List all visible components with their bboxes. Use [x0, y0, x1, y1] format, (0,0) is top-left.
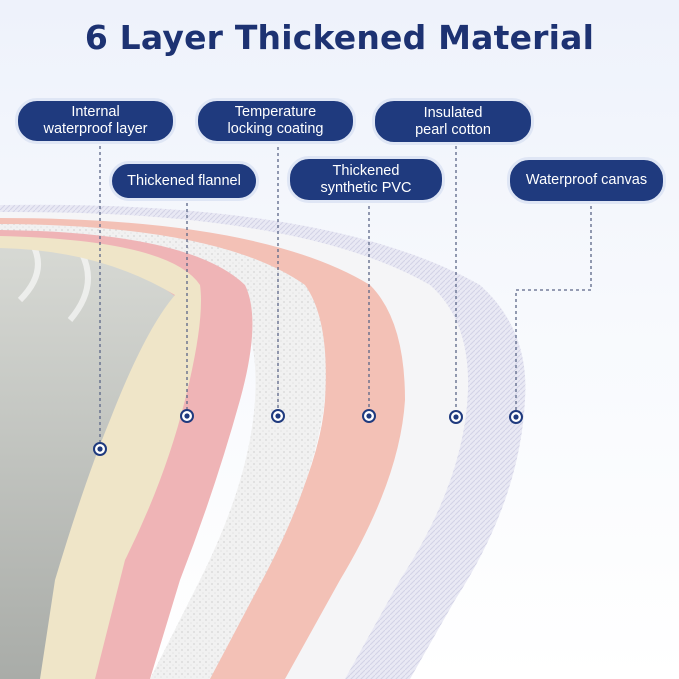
layer-synthetic-pvc — [0, 218, 405, 679]
label-temperature-locking-coating: Temperature locking coating — [195, 98, 356, 144]
label-thickened-flannel: Thickened flannel — [109, 161, 259, 201]
layer-pearl-cotton — [0, 211, 469, 679]
page-title: 6 Layer Thickened Material — [84, 18, 595, 57]
layer-locking-coating — [0, 224, 326, 679]
label-waterproof-canvas: Waterproof canvas — [507, 157, 666, 204]
label-internal-waterproof-layer: Internal waterproof layer — [15, 98, 176, 144]
leader-line-6 — [515, 200, 592, 415]
label-thickened-synthetic-pvc: Thickened synthetic PVC — [287, 156, 445, 203]
label-insulated-pearl-cotton: Insulated pearl cotton — [372, 98, 534, 145]
layer-internal-waterproof — [0, 236, 201, 679]
